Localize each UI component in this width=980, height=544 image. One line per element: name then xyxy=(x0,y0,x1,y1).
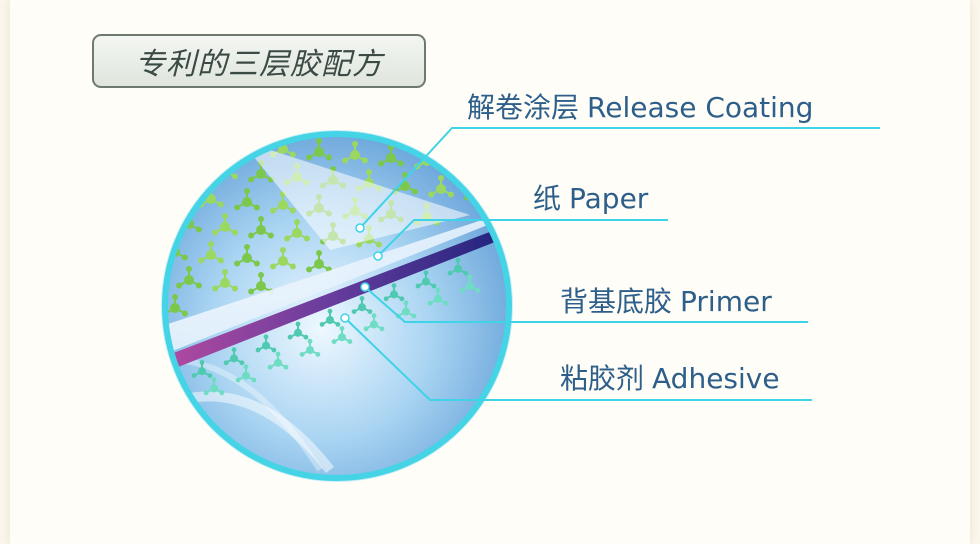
molecule-atom xyxy=(198,367,206,376)
molecule-atom xyxy=(166,380,174,388)
molecule-atom xyxy=(256,225,266,235)
leader-adhesive xyxy=(344,317,812,401)
molecule-atom xyxy=(178,397,186,406)
leader-dots xyxy=(340,223,383,323)
molecule-atom xyxy=(370,320,378,329)
label-release-cn: 解卷涂层 xyxy=(467,91,580,124)
label-adhesive-en: Adhesive xyxy=(652,362,780,395)
molecule-atom xyxy=(402,307,410,316)
molecule-atom xyxy=(170,303,180,313)
molecule-atom xyxy=(314,147,324,157)
molecule-atom xyxy=(184,275,194,285)
molecule-atom xyxy=(278,256,288,266)
molecule-atom xyxy=(390,290,398,299)
molecule-atom xyxy=(230,354,238,363)
molecule-atom xyxy=(170,191,180,201)
molecule-atom xyxy=(350,150,360,160)
molecule-atom xyxy=(314,259,324,269)
leader-lines xyxy=(344,127,880,401)
molecule-atom xyxy=(242,141,252,151)
molecule-atom xyxy=(292,228,302,238)
molecule-atom xyxy=(220,222,230,232)
label-adhesive-cn: 粘胶剂 xyxy=(560,362,645,395)
magnified-cross-section xyxy=(161,130,513,482)
molecule-atom xyxy=(422,277,430,286)
molecule-atom xyxy=(256,281,266,291)
label-primer-en: Primer xyxy=(680,285,772,318)
molecule-atom xyxy=(400,181,410,191)
circle-border xyxy=(162,131,512,481)
primer-layer xyxy=(165,228,500,378)
label-primer-cn: 背基底胶 xyxy=(560,285,673,318)
molecule-atom xyxy=(220,278,230,288)
molecule-atom xyxy=(294,328,302,337)
molecule-atom xyxy=(434,294,442,303)
title-badge: 专利的三层胶配方 xyxy=(92,34,426,88)
molecule-atom xyxy=(210,384,218,393)
molecule-atom xyxy=(306,346,314,354)
dot-adhesive xyxy=(340,313,350,323)
molecule-atom xyxy=(454,264,462,273)
molecule-atom xyxy=(466,282,474,290)
molecule-atom xyxy=(262,341,270,350)
molecule-atom xyxy=(386,153,396,163)
molecule-atom xyxy=(206,250,216,260)
leader-release xyxy=(359,127,880,229)
label-paper-cn: 纸 xyxy=(533,182,562,215)
dot-paper xyxy=(373,251,383,261)
dot-primer xyxy=(360,282,370,292)
label-release-en: Release Coating xyxy=(587,91,814,124)
label-paper-en: Paper xyxy=(569,182,649,215)
molecule-atom xyxy=(458,159,468,169)
paper-layer xyxy=(165,214,500,360)
dot-release xyxy=(355,223,365,233)
page-title: 专利的三层胶配方 xyxy=(135,47,383,82)
molecule-atom xyxy=(436,184,446,194)
molecule-atom xyxy=(256,169,266,179)
leader-paper xyxy=(377,219,668,257)
molecule-atom xyxy=(242,371,250,380)
molecule-atom xyxy=(358,303,366,312)
molecule-atom xyxy=(326,316,334,324)
molecule-atom xyxy=(206,194,216,204)
molecule-atom xyxy=(242,197,252,207)
molecule-atom xyxy=(184,163,194,173)
molecule-atom xyxy=(242,253,252,263)
leader-primer xyxy=(364,286,808,323)
molecule-atom xyxy=(274,358,282,367)
molecule-atom xyxy=(338,333,346,342)
molecule-atom xyxy=(206,138,216,148)
molecule-atom xyxy=(170,135,180,145)
molecule-atom xyxy=(278,200,288,210)
